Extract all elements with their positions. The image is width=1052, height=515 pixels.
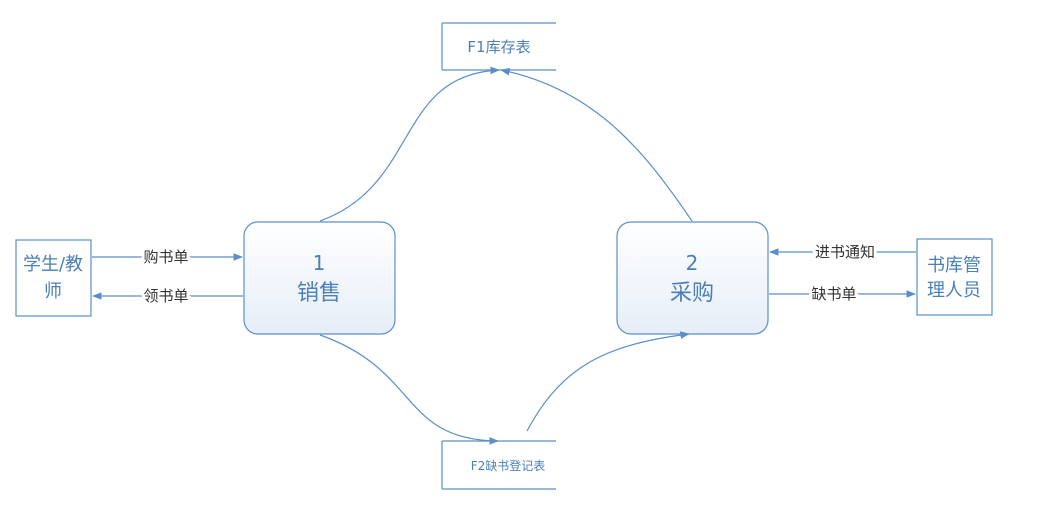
- process-sales-name: 销售: [297, 281, 341, 306]
- flow-purchase-order[interactable]: 购书单: [92, 245, 243, 269]
- sales-to-shortage-flow[interactable]: [319, 334, 499, 445]
- process-purchase-name: 采购: [670, 281, 714, 306]
- shortage-order-label: 缺书单: [811, 285, 856, 303]
- shortage-store-label: F2缺书登记表: [471, 458, 546, 473]
- student-teacher-label-line1: 学生/教: [23, 254, 83, 275]
- data-store-inventory[interactable]: F1库存表: [441, 22, 556, 71]
- data-store-shortage[interactable]: F2缺书登记表: [441, 440, 556, 490]
- flow-restock-notice[interactable]: 进书通知: [769, 240, 916, 264]
- inventory-store-label: F1库存表: [467, 38, 530, 56]
- flow-shortage-order[interactable]: 缺书单: [769, 282, 916, 306]
- external-entity-librarian[interactable]: 书库管 理人员: [916, 238, 993, 316]
- process-purchase[interactable]: 2 采购: [616, 221, 769, 335]
- purchase-to-inventory-flow[interactable]: [500, 67, 693, 222]
- student-teacher-label-line2: 师: [44, 281, 62, 302]
- process-purchase-number: 2: [686, 251, 699, 275]
- process-sales-number: 1: [313, 251, 326, 275]
- external-entity-student-teacher[interactable]: 学生/教 师: [15, 239, 92, 317]
- librarian-label-line1: 书库管: [927, 255, 981, 276]
- flow-pickup-order[interactable]: 领书单: [92, 284, 243, 308]
- shortage-to-purchase-flow[interactable]: [526, 331, 690, 432]
- restock-notice-label: 进书通知: [815, 243, 875, 261]
- librarian-label-line2: 理人员: [927, 280, 981, 301]
- purchase-order-label: 购书单: [143, 248, 188, 266]
- process-sales[interactable]: 1 销售: [243, 221, 396, 335]
- sales-to-inventory-flow[interactable]: [319, 66, 500, 222]
- pickup-order-label: 领书单: [143, 287, 188, 305]
